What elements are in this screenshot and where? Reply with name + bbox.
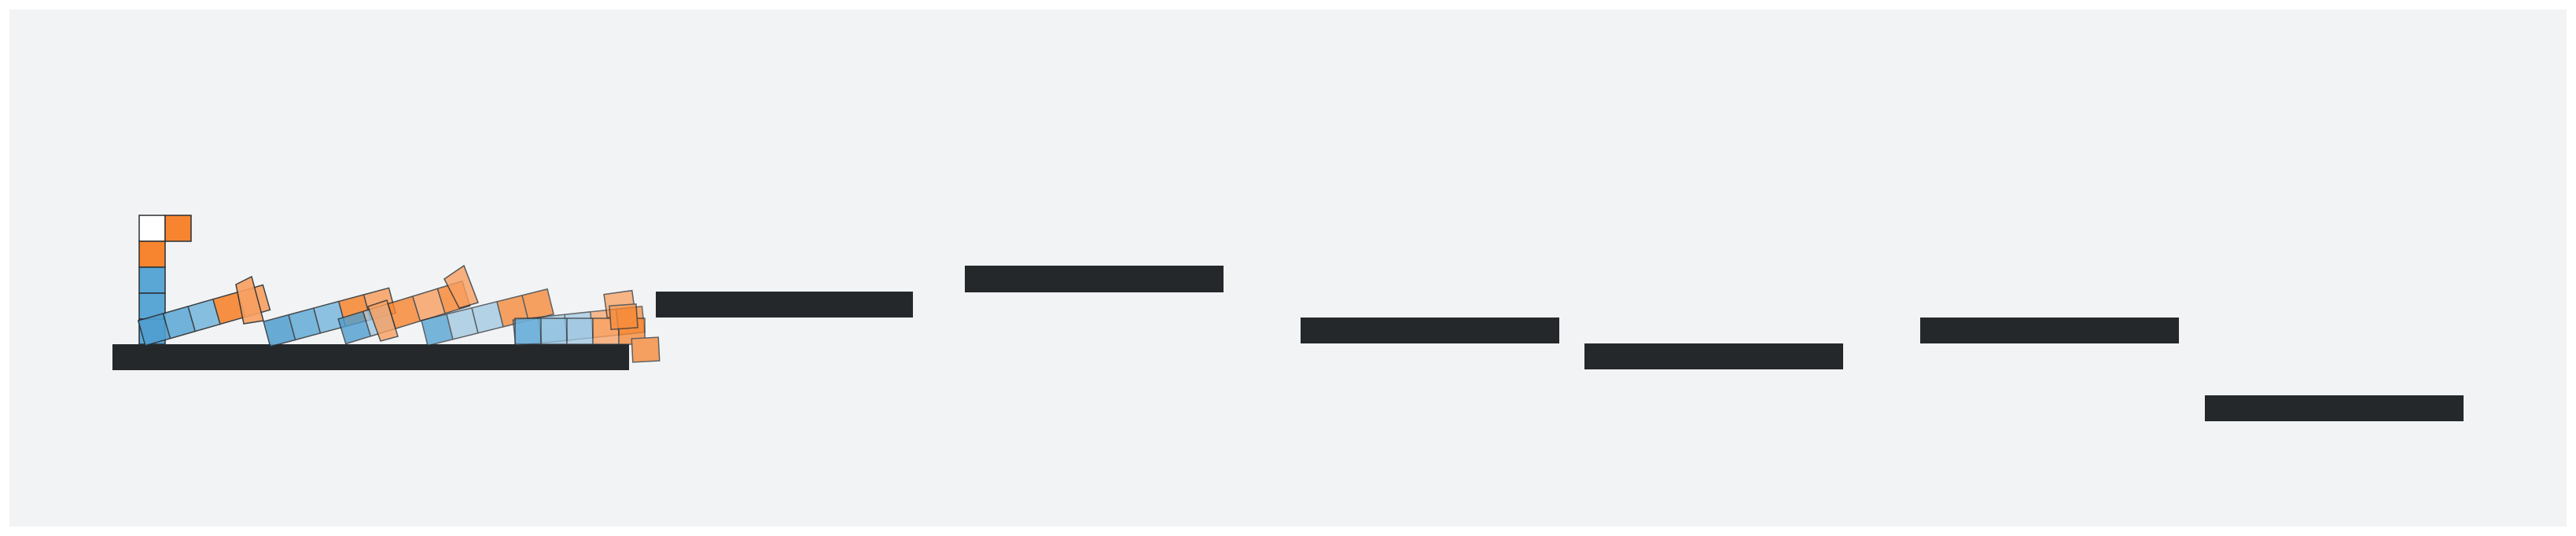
terrain	[112, 266, 2464, 421]
platform	[2205, 395, 2464, 421]
platform	[1584, 343, 1843, 369]
creature-frame-4	[337, 280, 471, 345]
platform	[1920, 318, 2179, 343]
platform	[656, 292, 913, 318]
platform-start	[112, 344, 629, 370]
platform	[1301, 318, 1559, 343]
creature-frame-7	[514, 289, 661, 363]
creature-frame-4-leg	[367, 264, 479, 342]
arena	[9, 9, 2567, 527]
creature-frame-2-leg	[235, 275, 264, 325]
creature-trajectory	[137, 215, 661, 363]
platform	[965, 266, 1224, 292]
